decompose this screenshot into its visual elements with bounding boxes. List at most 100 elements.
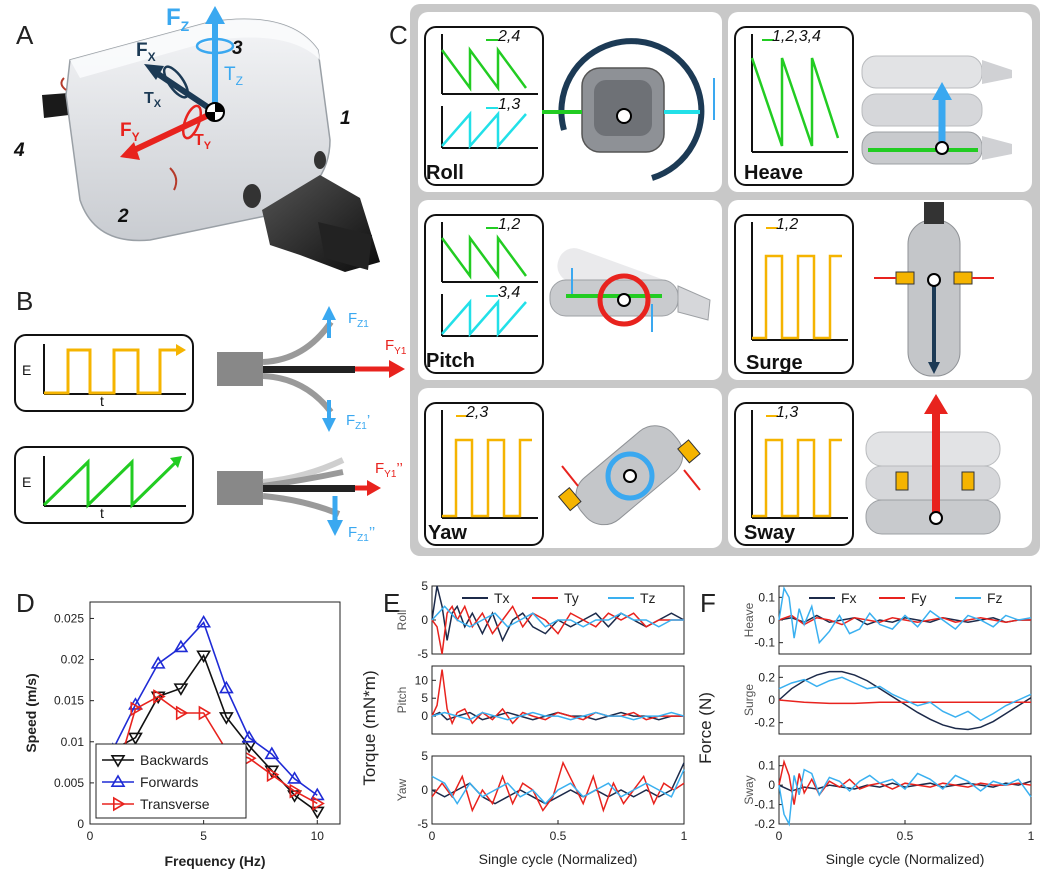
pitch-waveform-inset bbox=[424, 214, 544, 374]
ytick-label: 10 bbox=[415, 673, 429, 687]
fx-label: FX bbox=[136, 40, 156, 64]
yaw-label: Yaw bbox=[428, 522, 467, 544]
data-point-transverse bbox=[130, 701, 144, 717]
ytick-label: 5 bbox=[421, 691, 428, 705]
series-line-fy bbox=[778, 759, 1032, 805]
data-point-transverse bbox=[289, 783, 303, 799]
body-hole bbox=[243, 184, 261, 208]
b-axis-e-2: E bbox=[22, 474, 32, 490]
yaw-robot-icon bbox=[557, 425, 701, 526]
data-point-forwards bbox=[287, 771, 302, 784]
surge-legend-1: 1,2 bbox=[776, 216, 799, 233]
fy-label: FY bbox=[120, 120, 140, 144]
series-line-fz bbox=[778, 676, 1032, 722]
panel-label-d: D bbox=[16, 588, 35, 618]
pitch-panel: 1,2 3,4 Pitch bbox=[418, 200, 722, 380]
data-point-forwards bbox=[241, 730, 257, 743]
roll-legend-2: 1,3 bbox=[498, 96, 521, 113]
xtick-label: 0 bbox=[776, 829, 783, 843]
xtick-label-d: 10 bbox=[311, 829, 325, 843]
ytick-label: 0 bbox=[768, 693, 775, 707]
ytick-label: 0 bbox=[768, 778, 775, 792]
ytick-label-d: 0.005 bbox=[54, 776, 84, 790]
pitch-robot-icon bbox=[549, 248, 711, 332]
ytick-label: 0.2 bbox=[758, 670, 775, 684]
roll-robot-icon bbox=[542, 38, 715, 181]
ytick-label: -0.2 bbox=[754, 716, 775, 730]
yaw-waveform-inset bbox=[424, 402, 544, 546]
xlabel-d: Frequency (Hz) bbox=[164, 853, 265, 869]
yaw-legend-1: 2,3 bbox=[466, 404, 489, 421]
pitch-label: Pitch bbox=[426, 350, 475, 372]
b-axis-e-1: E bbox=[22, 362, 32, 378]
series-line-tz bbox=[431, 769, 685, 806]
sway-panel: 1,3 Sway bbox=[728, 388, 1032, 548]
data-point-forwards bbox=[196, 614, 212, 628]
legend-label-backwards: Backwards bbox=[140, 752, 208, 768]
pitch-legend-2: 3,4 bbox=[498, 284, 521, 301]
tx-label: TX bbox=[144, 90, 162, 111]
ylabel-d: Speed (m/s) bbox=[23, 673, 39, 752]
b-axis-t-2: t bbox=[100, 505, 104, 521]
sway-legend-1: 1,3 bbox=[776, 404, 799, 421]
series-line-fz bbox=[778, 586, 1032, 645]
series-line-ty bbox=[431, 604, 684, 655]
fy1-double-prime-label: FY1’’ bbox=[375, 460, 403, 480]
plot-frame-d bbox=[89, 601, 341, 825]
surge-panel: 1,2 Surge bbox=[728, 200, 1032, 380]
roll-waveform-inset bbox=[424, 26, 544, 186]
legend-label-tx: Tx bbox=[494, 590, 510, 606]
series-line-fz bbox=[778, 768, 1032, 827]
data-point-backwards bbox=[196, 650, 212, 664]
b-axis-t-1: t bbox=[100, 393, 104, 409]
legend-label-forwards: Forwards bbox=[140, 774, 198, 790]
ytick-label: -5 bbox=[417, 647, 428, 661]
yaw-panel: 2,3 Yaw bbox=[418, 388, 722, 548]
legend-marker bbox=[113, 796, 126, 812]
heave-label: Heave bbox=[744, 162, 803, 184]
legend-label-transverse: Transverse bbox=[140, 796, 210, 812]
ty-label: TY bbox=[194, 132, 212, 153]
fin-number-2: 2 bbox=[118, 206, 129, 227]
heave-panel: 1,2,3,4 Heave bbox=[728, 12, 1032, 192]
series-line-tz bbox=[431, 711, 685, 721]
robot-render-a bbox=[42, 6, 380, 272]
fz-label: FZ bbox=[166, 4, 190, 34]
data-point-transverse bbox=[175, 705, 189, 721]
ylabel: Force (N) bbox=[696, 692, 715, 764]
xtick-label-d: 5 bbox=[200, 829, 207, 843]
sway-robot-icon bbox=[865, 394, 1001, 535]
data-point-backwards bbox=[218, 712, 234, 725]
xtick-label: 1 bbox=[681, 829, 688, 843]
row-label-yaw: Yaw bbox=[395, 778, 409, 801]
row-label-pitch: Pitch bbox=[395, 687, 409, 714]
series-line-fy bbox=[778, 699, 1031, 705]
series-line-fy bbox=[778, 614, 1031, 626]
row-label-sway: Sway bbox=[742, 775, 756, 804]
xtick-label: 0.5 bbox=[550, 829, 567, 843]
data-point-transverse bbox=[312, 796, 325, 811]
ytick-label: 0 bbox=[421, 613, 428, 627]
fz1-double-prime-label: FZ1’’ bbox=[348, 524, 376, 544]
fz1-prime-label: FZ1’ bbox=[346, 412, 371, 432]
ytick-label-d: 0.01 bbox=[61, 735, 85, 749]
data-point-backwards bbox=[264, 765, 280, 779]
ytick-label-d: 0.015 bbox=[54, 694, 84, 708]
force-chart: -0.100.1Heave-0.200.2Surge-0.2-0.100.1Sw… bbox=[696, 585, 1035, 867]
surge-waveform-inset bbox=[734, 214, 854, 374]
legend-label-ty: Ty bbox=[564, 590, 579, 606]
ytick-label-d: 0.025 bbox=[54, 611, 84, 625]
subplot-frame bbox=[431, 665, 685, 735]
surge-label: Surge bbox=[746, 352, 803, 374]
data-point-forwards bbox=[173, 639, 189, 653]
tz-label: TZ bbox=[224, 64, 243, 88]
ytick-label: -5 bbox=[417, 817, 428, 831]
ytick-label-d: 0.02 bbox=[61, 653, 85, 667]
ytick-label: 5 bbox=[421, 749, 428, 763]
